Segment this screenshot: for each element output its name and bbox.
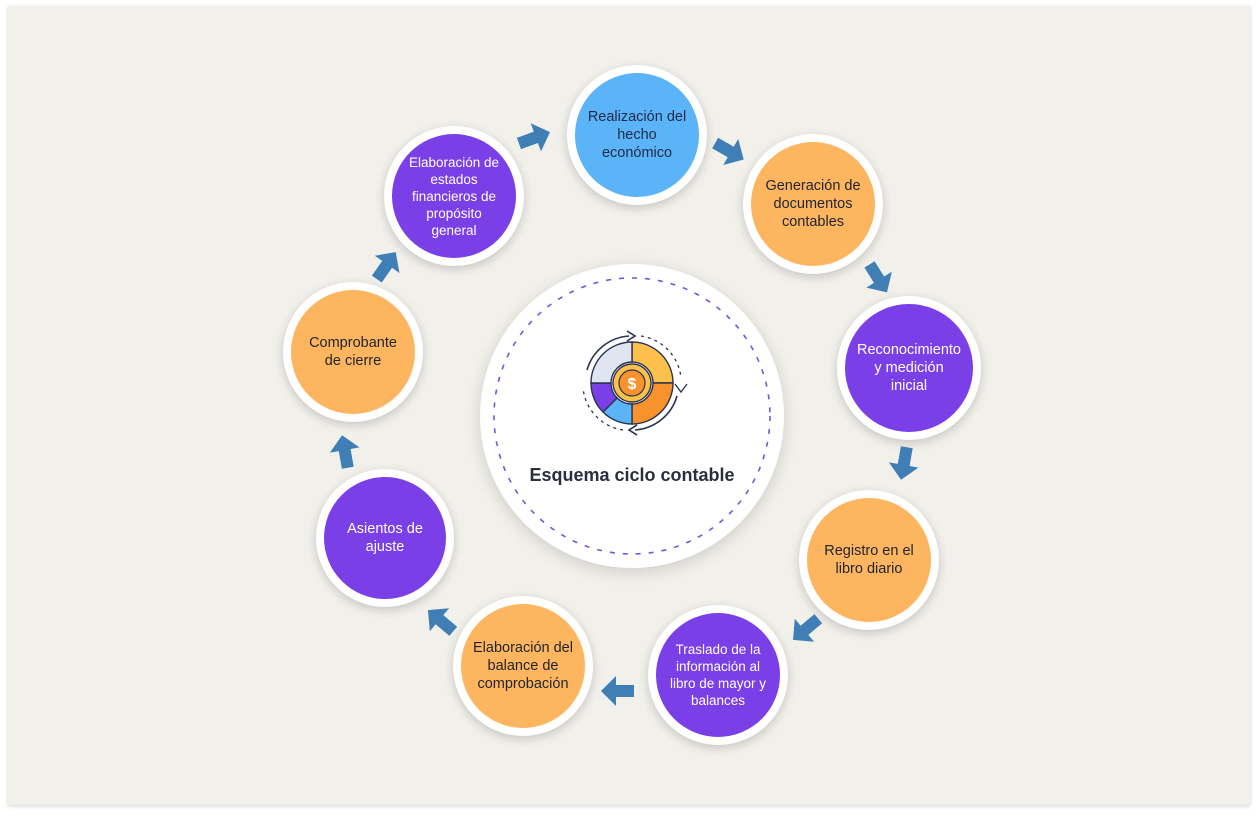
step-label: Elaboración de estados financieros de pr… bbox=[408, 154, 500, 238]
arrow-icon bbox=[792, 614, 823, 642]
arrow-icon bbox=[371, 252, 400, 283]
step-realizacion-hecho-economico: Realización del hecho económico bbox=[567, 65, 707, 205]
diagram-canvas: Realización del hecho económico Generaci… bbox=[8, 6, 1250, 805]
arrow-icon bbox=[712, 137, 744, 165]
step-comprobante-cierre: Comprobante de cierre bbox=[283, 282, 423, 422]
arrow-icon bbox=[427, 608, 458, 636]
step-label: Elaboración del balance de comprobación bbox=[473, 640, 573, 692]
step-generacion-documentos: Generación de documentos contables bbox=[743, 134, 883, 274]
step-label: Generación de documentos contables bbox=[765, 178, 861, 230]
step-traslado-libro-mayor: Traslado de la información al libro de m… bbox=[648, 605, 788, 745]
step-label: Reconocimiento y medición inicial bbox=[857, 342, 961, 394]
step-asientos-ajuste: Asientos de ajuste bbox=[316, 469, 454, 607]
step-balance-comprobacion: Elaboración del balance de comprobación bbox=[453, 596, 593, 736]
step-label: Asientos de ajuste bbox=[347, 521, 423, 555]
step-estados-financieros: Elaboración de estados financieros de pr… bbox=[384, 126, 524, 266]
step-label: Comprobante de cierre bbox=[309, 335, 397, 369]
arrow-icon bbox=[601, 676, 634, 706]
dashed-ring bbox=[493, 277, 771, 555]
accounting-cycle-dollar-icon: $ bbox=[582, 330, 688, 436]
arrow-icon bbox=[329, 435, 360, 469]
step-label: Realización del hecho económico bbox=[587, 109, 687, 161]
center-hub: $ Esquema ciclo contable bbox=[480, 264, 784, 568]
arrow-icon bbox=[888, 446, 919, 480]
step-registro-libro-diario: Registro en el libro diario bbox=[799, 490, 939, 630]
step-label: Traslado de la información al libro de m… bbox=[669, 642, 767, 708]
currency-symbol: $ bbox=[628, 376, 637, 393]
step-label: Registro en el libro diario bbox=[824, 543, 914, 577]
step-reconocimiento-medicion: Reconocimiento y medición inicial bbox=[837, 296, 981, 440]
arrow-icon bbox=[864, 261, 892, 293]
arrow-icon bbox=[516, 123, 550, 152]
diagram-title: Esquema ciclo contable bbox=[529, 465, 735, 485]
